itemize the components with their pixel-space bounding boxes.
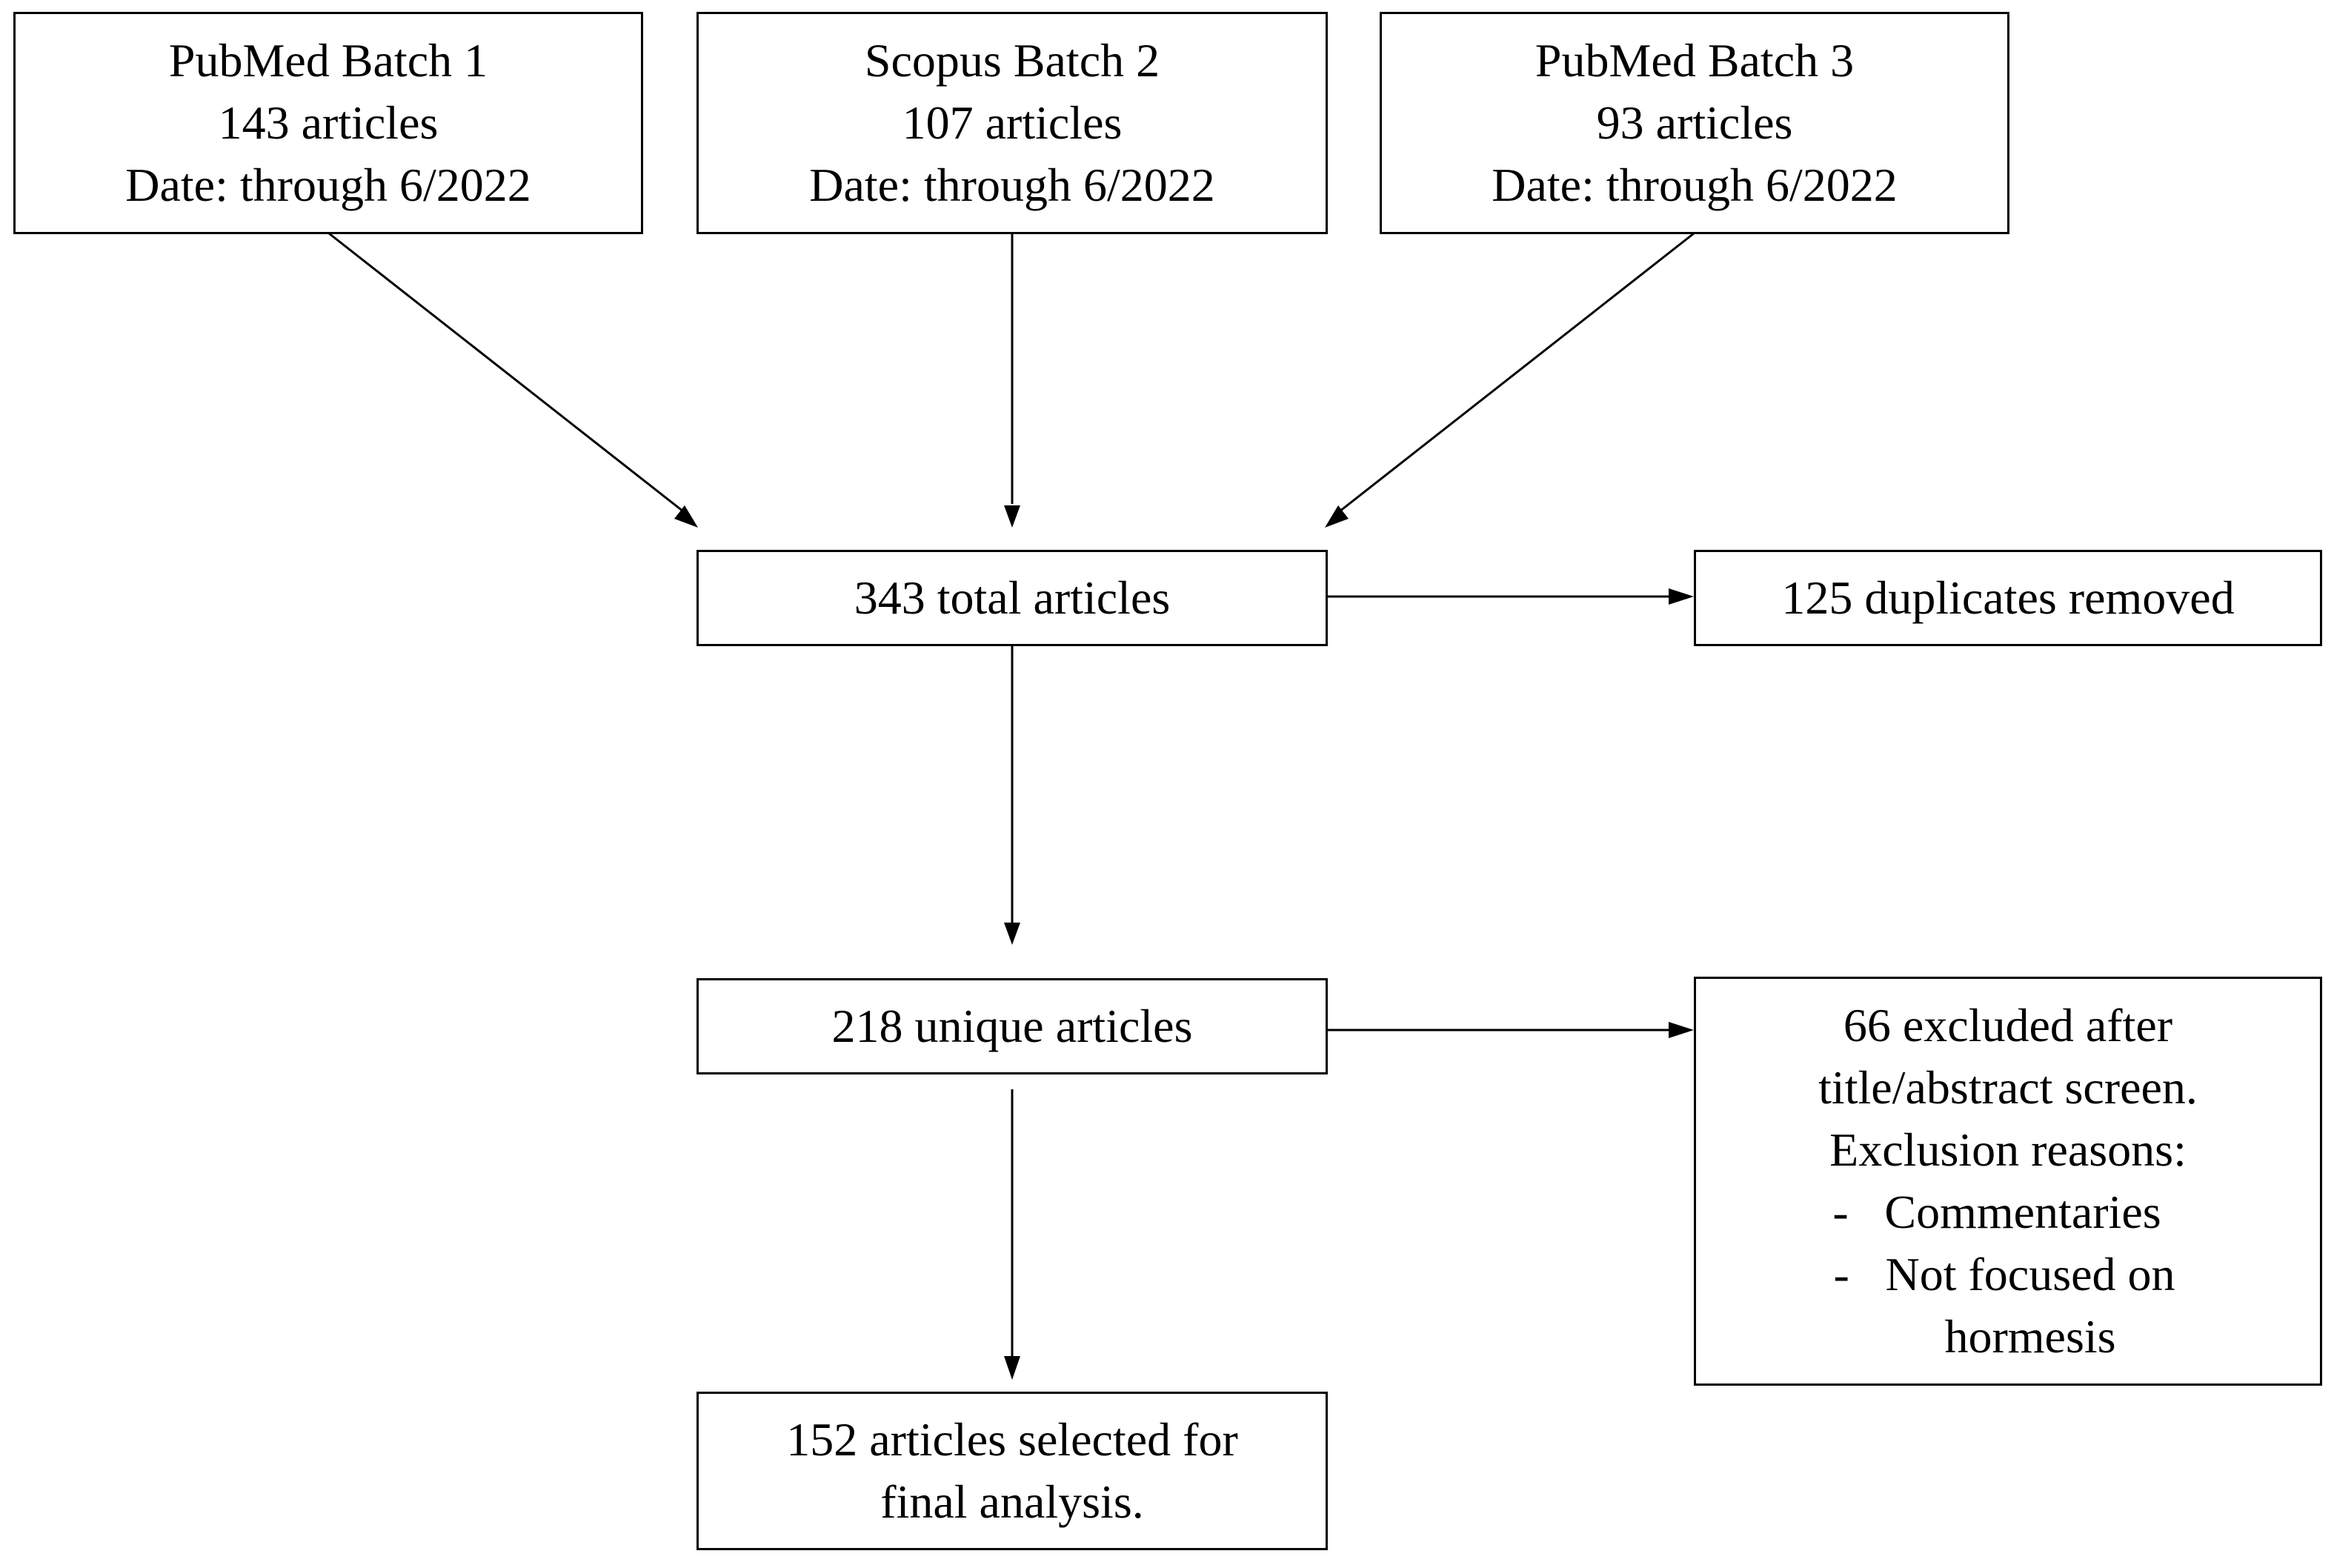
- bullet-dash: -: [1833, 1248, 1849, 1300]
- exclusion-reason-line-1: Not focused on: [1885, 1248, 2175, 1300]
- duplicates-removed-box: 125 duplicates removed: [1694, 550, 2322, 646]
- bullet-dash: -: [1832, 1186, 1849, 1238]
- exclusion-reason-line-2: hormesis: [1944, 1310, 2116, 1363]
- final-analysis-box: 152 articles selected for final analysis…: [696, 1392, 1328, 1550]
- total-articles-label: 343 total articles: [854, 571, 1171, 624]
- source-box-scopus-batch-2: Scopus Batch 2 107 articles Date: throug…: [696, 12, 1328, 234]
- source-name: Scopus Batch 2: [864, 34, 1160, 87]
- source-date: Date: through 6/2022: [1492, 159, 1898, 211]
- arrowhead-excluded: [1669, 1022, 1694, 1038]
- source-name: PubMed Batch 1: [168, 34, 488, 87]
- final-line-2: final analysis.: [880, 1475, 1144, 1528]
- arrow-batch1-to-total: [328, 232, 684, 513]
- arrowhead-final: [1004, 1356, 1020, 1380]
- source-count: 107 articles: [902, 96, 1123, 149]
- source-count: 93 articles: [1596, 96, 1793, 149]
- final-line-1: 152 articles selected for: [786, 1413, 1238, 1466]
- source-date: Date: through 6/2022: [125, 159, 531, 211]
- source-box-pubmed-batch-3: PubMed Batch 3 93 articles Date: through…: [1380, 12, 2009, 234]
- source-name: PubMed Batch 3: [1535, 34, 1855, 87]
- arrowhead-batch1: [674, 505, 698, 528]
- duplicates-removed-label: 125 duplicates removed: [1781, 571, 2235, 624]
- arrowhead-batch3: [1325, 505, 1349, 528]
- excluded-line-2: title/abstract screen.: [1818, 1061, 2198, 1114]
- exclusion-reason-item: - Commentaries: [1832, 1181, 2161, 1243]
- unique-articles-label: 218 unique articles: [831, 1000, 1193, 1052]
- total-articles-box: 343 total articles: [696, 550, 1328, 646]
- exclusion-reason-text: Not focused on hormesis: [1885, 1243, 2175, 1368]
- source-count: 143 articles: [218, 96, 439, 149]
- source-box-pubmed-batch-1: PubMed Batch 1 143 articles Date: throug…: [13, 12, 643, 234]
- arrowhead-duplicates: [1669, 588, 1694, 605]
- source-date: Date: through 6/2022: [809, 159, 1215, 211]
- exclusion-reason-item: - Not focused on hormesis: [1833, 1243, 2175, 1368]
- unique-articles-box: 218 unique articles: [696, 978, 1328, 1074]
- arrow-batch3-to-total: [1339, 232, 1695, 513]
- arrowhead-batch2: [1004, 505, 1020, 528]
- excluded-line-3: Exclusion reasons:: [1829, 1123, 2187, 1176]
- arrowhead-unique: [1004, 923, 1020, 945]
- excluded-articles-box: 66 excluded after title/abstract screen.…: [1694, 977, 2322, 1386]
- exclusion-reason-text: Commentaries: [1884, 1186, 2161, 1238]
- excluded-line-1: 66 excluded after: [1843, 999, 2173, 1052]
